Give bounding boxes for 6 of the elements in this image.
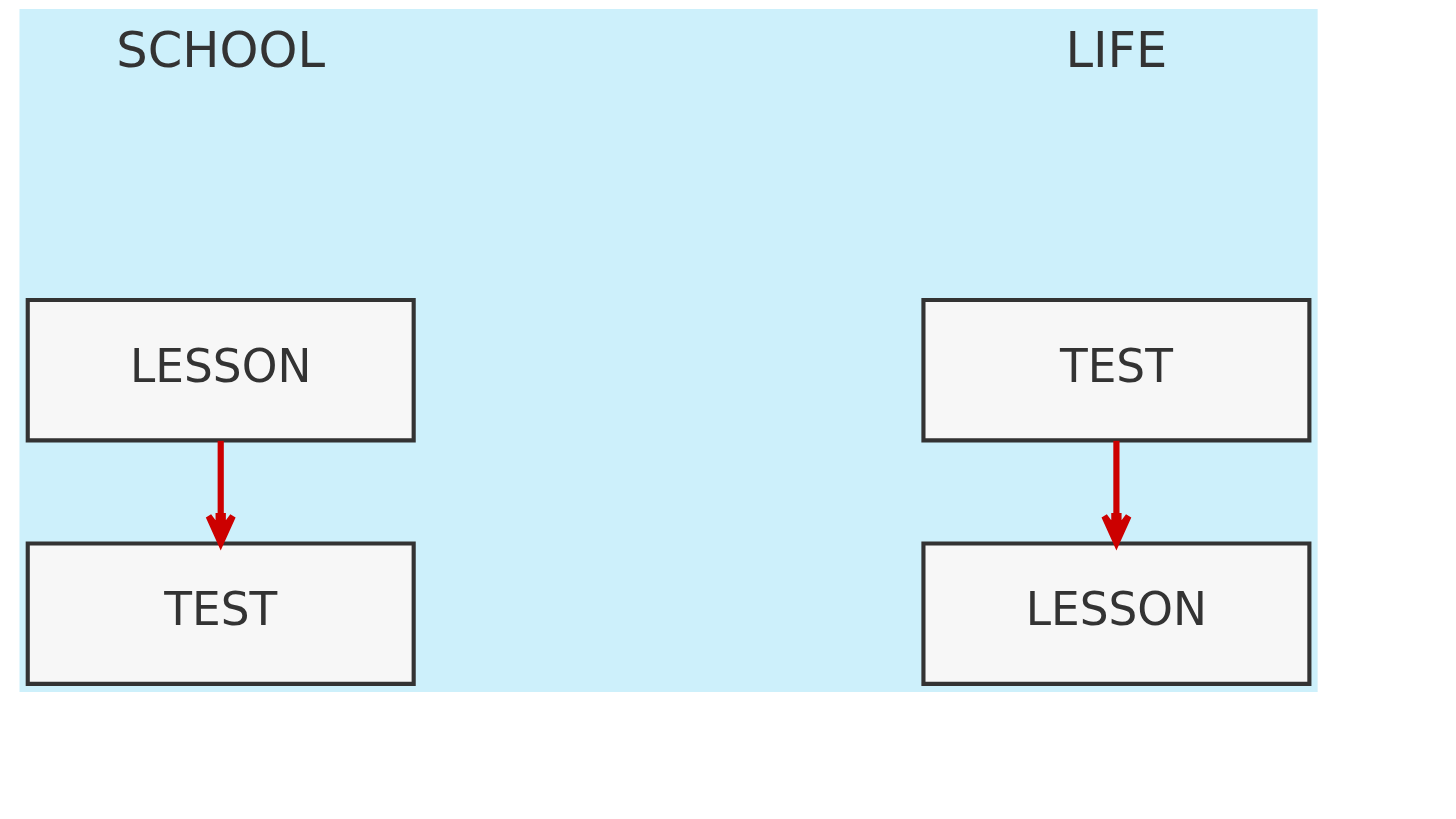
label: SCHOOL xyxy=(116,20,326,79)
label: LIFE xyxy=(1065,20,1168,79)
node-box: LESSON xyxy=(921,540,1312,686)
node-box: LESSON xyxy=(25,297,416,442)
node-box: TEST xyxy=(25,540,416,686)
node-box: TEST xyxy=(921,297,1312,442)
